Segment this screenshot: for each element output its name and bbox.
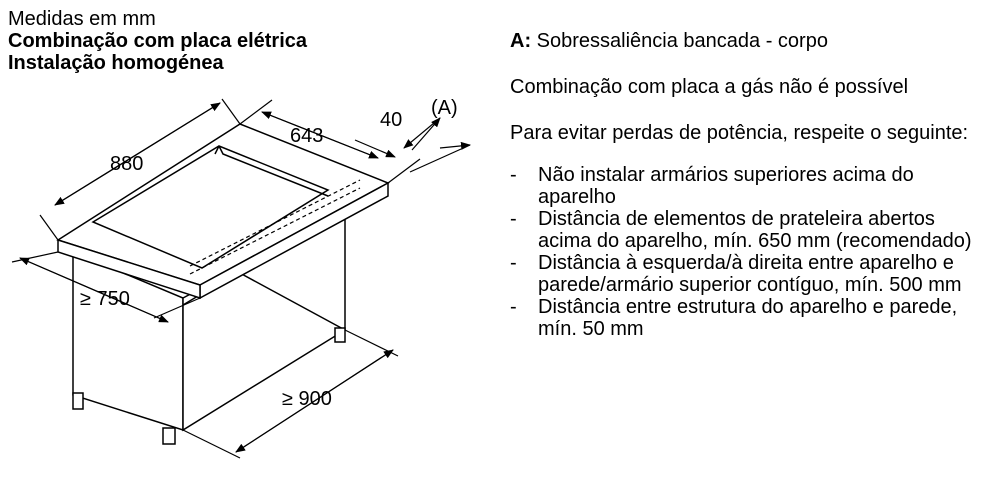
dim-label-40: 40 (380, 109, 402, 131)
list-item-text: Distância à esquerda/à direita entre apa… (538, 252, 962, 296)
intro-note: Para evitar perdas de potência, respeite… (510, 122, 969, 144)
requirements-list: -Não instalar armários superiores acima … (510, 164, 980, 340)
dim-label-643: 643 (290, 125, 323, 147)
list-item: -Não instalar armários superiores acima … (510, 164, 980, 208)
dimension-900 (182, 329, 399, 459)
list-item-text: Distância entre estrutura do aparelho e … (538, 296, 958, 340)
list-item: -Distância à esquerda/à direita entre ap… (510, 252, 980, 296)
note-a-key: A: (510, 30, 532, 52)
list-item-text: Distância de elementos de prateleira abe… (538, 208, 972, 252)
dim-label-900: ≥ 900 (282, 388, 332, 410)
units-note: Medidas em mm (8, 8, 156, 30)
note-a-text: Sobressaliência bancada - corpo (536, 30, 828, 52)
dim-label-750: ≥ 750 (80, 288, 130, 310)
hob-outline (189, 179, 361, 275)
gas-note: Combinação com placa a gás não é possíve… (510, 76, 909, 98)
header: Medidas em mm Combinação com placa elétr… (8, 8, 307, 74)
installation-title: Instalação homogénea (8, 52, 224, 74)
dimension-880 (39, 98, 241, 241)
installation-diagram: 880 643 40 (A) ≥ 750 ≥ 900 (11, 97, 471, 459)
worktop (56, 123, 390, 300)
list-item-text: Não instalar armários superiores acima d… (538, 164, 914, 208)
dimension-643 (239, 99, 471, 184)
bullet-marker: - (510, 252, 517, 274)
dim-label-880: 880 (110, 153, 143, 175)
list-item: -Distância de elementos de prateleira ab… (510, 208, 980, 252)
list-item: -Distância entre estrutura do aparelho e… (510, 296, 980, 340)
bullet-marker: - (510, 208, 517, 230)
notes-panel: A: Sobressaliência bancada - corpo Combi… (510, 30, 980, 340)
note-a: A: Sobressaliência bancada - corpo (510, 30, 980, 52)
combination-title: Combinação com placa elétrica (8, 30, 308, 52)
dimension-750 (11, 251, 201, 323)
dim-label-A: (A) (431, 97, 458, 119)
bullet-marker: - (510, 296, 517, 318)
cabinet (72, 160, 346, 445)
bullet-marker: - (510, 164, 517, 186)
